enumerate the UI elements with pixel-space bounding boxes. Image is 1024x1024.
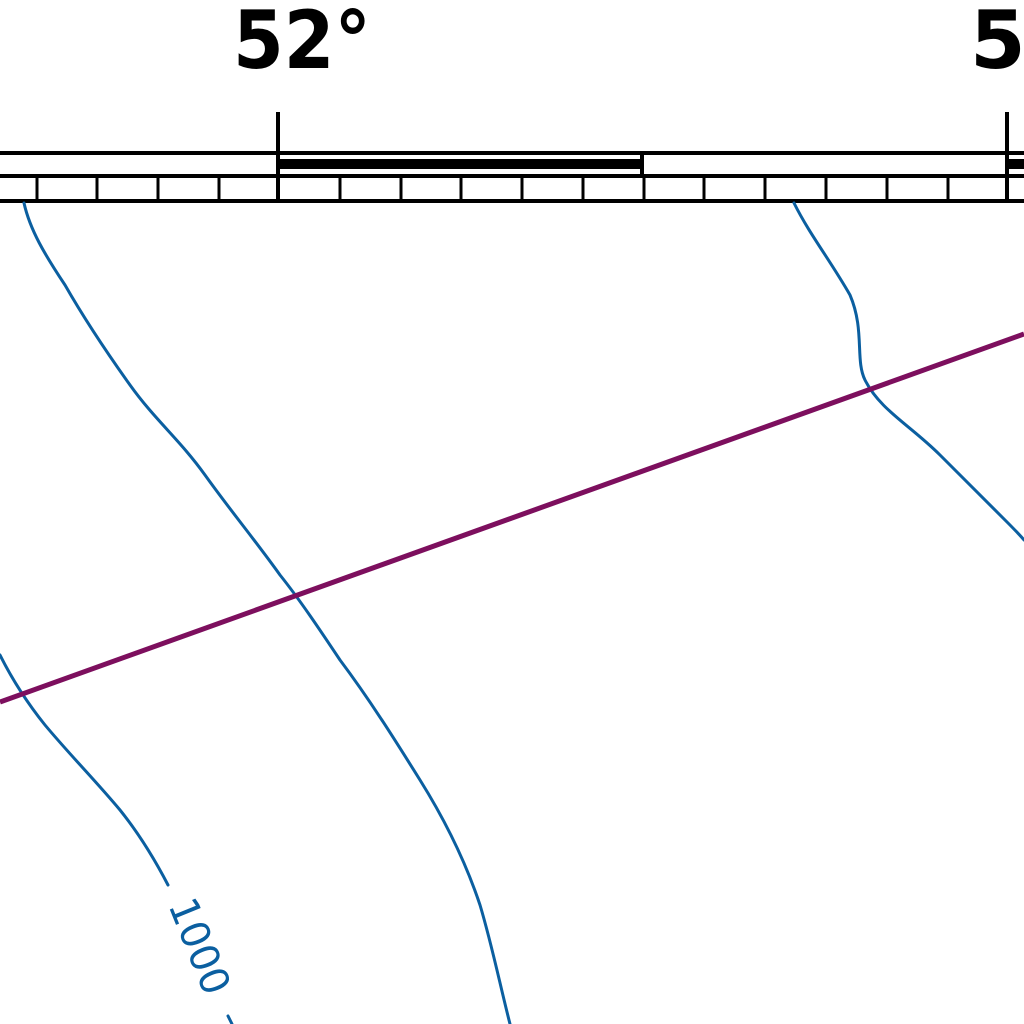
contour-line-1000-tail: [226, 1014, 234, 1024]
contour-line-left: [22, 201, 512, 1024]
minute-ticks: [35, 176, 950, 201]
longitude-label-52: 52°: [233, 0, 371, 87]
contour-line-1000: [0, 653, 170, 887]
longitude-label-next: 5: [970, 0, 1024, 87]
contour-lines: [0, 201, 1024, 1024]
contour-line-right: [792, 201, 1024, 542]
route-line: [0, 331, 1024, 705]
map-border-scale: [0, 112, 1024, 203]
